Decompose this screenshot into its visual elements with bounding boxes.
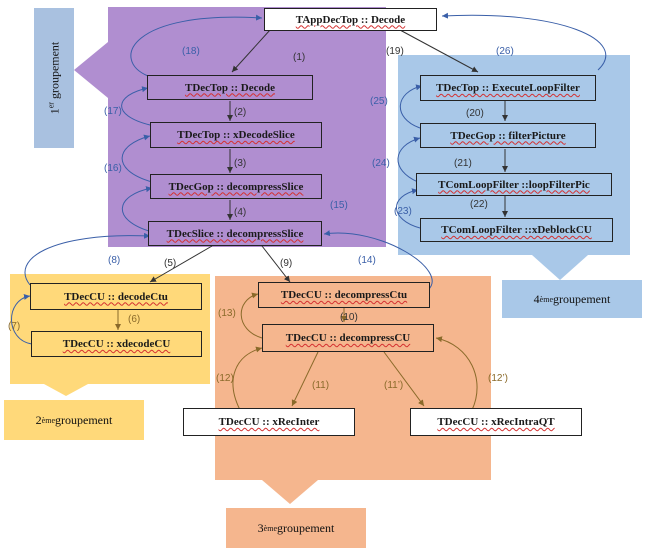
edge-label-25: (25) — [370, 96, 388, 107]
edge-label-26: (26) — [496, 46, 514, 57]
edge-label-10: (10) — [340, 312, 358, 323]
edge-label-3: (3) — [234, 158, 247, 169]
edge-label-8: (8) — [108, 255, 121, 266]
edge-label-5: (5) — [164, 258, 177, 269]
group1-pointer — [74, 42, 108, 98]
node-deccu-decompressctu-label: TDecCU :: decompressCtu — [280, 289, 408, 301]
edge-label-23: (23) — [394, 206, 412, 217]
edge-13 — [240, 292, 263, 339]
edge-17 — [121, 86, 151, 126]
node-comloopfilter-xdeblockcu: TComLoopFilter ::xDeblockCU — [420, 218, 613, 242]
node-deccu-decodectu: TDecCU :: decodeCtu — [30, 283, 202, 310]
edge-14 — [323, 230, 433, 291]
edge-label-24: (24) — [372, 158, 390, 169]
node-decgop-filterpicture-label: TDecGop :: filterPicture — [450, 129, 566, 142]
group2-pointer — [44, 384, 88, 396]
edge-23 — [396, 188, 421, 229]
edge-9 — [261, 245, 291, 283]
edge-19 — [399, 29, 479, 73]
node-comloopfilter-loopfilterpic: TComLoopFilter ::loopFilterPic — [416, 173, 612, 196]
node-deccu-xrecinter: TDecCU :: xRecInter — [183, 408, 355, 436]
node-dectop-decode-label: TDecTop :: Decode — [184, 81, 276, 94]
group2-sup: ème — [41, 415, 55, 425]
edge-label-13: (13) — [218, 308, 236, 319]
edge-label-6: (6) — [128, 314, 141, 325]
node-comloopfilter-xdeblockcu-label: TComLoopFilter ::xDeblockCU — [441, 224, 592, 236]
edge-label-18: (18) — [182, 46, 200, 57]
node-dectop-executeloopfilter-label: TDecTop :: ExecuteLoopFilter — [436, 82, 580, 94]
edge-label-21: (21) — [454, 158, 472, 169]
node-deccu-decompressctu: TDecCU :: decompressCtu — [258, 282, 430, 308]
group3-pointer — [262, 480, 318, 504]
edge-25 — [399, 84, 423, 129]
node-appdectop-decode: TAppDecTop :: Decode — [264, 8, 437, 31]
edge-label-12p: (12’) — [488, 373, 509, 384]
edge-12 — [232, 346, 263, 411]
node-decgop-filterpicture: TDecGop :: filterPicture — [420, 123, 596, 148]
group4-caption: groupement — [553, 291, 611, 306]
group3-sup: ème — [263, 523, 277, 533]
node-dectop-xdecodeslice: TDecTop :: xDecodeSlice — [150, 122, 322, 148]
edge-label-7: (7) — [8, 321, 21, 332]
node-deccu-xrecinter-label: TDecCU :: xRecInter — [218, 416, 320, 428]
group1-callout — [34, 8, 74, 148]
node-appdectop-decode-label: TAppDecTop :: Decode — [295, 13, 406, 26]
node-dectop-executeloopfilter: TDecTop :: ExecuteLoopFilter — [420, 75, 596, 101]
edge-label-1: (1) — [293, 52, 306, 63]
edge-label-17: (17) — [104, 106, 122, 117]
edge-1 — [231, 29, 271, 73]
node-deccu-xdecodecu: TDecCU :: xdecodeCU — [31, 331, 202, 357]
edge-5 — [149, 245, 213, 283]
node-dectop-decode: TDecTop :: Decode — [147, 75, 313, 100]
group2-caption: groupement — [55, 412, 113, 427]
edge-label-16: (16) — [104, 163, 122, 174]
edge-7 — [11, 293, 33, 345]
edge-12p — [435, 336, 478, 411]
edge-label-2: (2) — [234, 107, 247, 118]
group2-number: 2 — [35, 412, 42, 427]
edge-label-20: (20) — [466, 108, 484, 119]
edge-16b — [121, 186, 153, 233]
edge-11 — [291, 351, 319, 407]
edge-label-19: (19) — [386, 46, 404, 57]
node-deccu-xdecodecu-label: TDecCU :: xdecodeCU — [62, 338, 171, 350]
group4-number: 4 — [533, 291, 540, 306]
group3-caption: groupement — [277, 520, 335, 535]
node-deccu-xrecintraqt-label: TDecCU :: xRecIntraQT — [437, 416, 555, 428]
node-decslice-decompressslice-label: TDecSlice :: decompressSlice — [166, 227, 304, 240]
node-deccu-decompresscu: TDecCU :: decompressCU — [262, 324, 434, 352]
edge-26 — [441, 12, 607, 71]
node-deccu-decompresscu-label: TDecCU :: decompressCU — [285, 332, 411, 344]
node-deccu-xrecintraqt: TDecCU :: xRecIntraQT — [410, 408, 582, 436]
group3-number: 3 — [257, 520, 264, 535]
group3-region — [215, 276, 491, 480]
edge-8 — [24, 232, 151, 286]
edge-label-22: (22) — [470, 199, 488, 210]
edge-label-11: (11) — [312, 380, 330, 391]
edge-label-15: (15) — [330, 200, 348, 211]
edge-label-4: (4) — [234, 207, 247, 218]
group4-pointer — [532, 255, 588, 280]
edge-label-11p: (11’) — [384, 380, 404, 391]
node-comloopfilter-loopfilterpic-label: TComLoopFilter ::loopFilterPic — [438, 178, 590, 191]
group4-sup: ème — [539, 294, 553, 304]
edge-16 — [121, 134, 153, 183]
edge-label-14: (14) — [358, 255, 376, 266]
node-deccu-decodectu-label: TDecCU :: decodeCtu — [64, 290, 168, 303]
edge-11p — [383, 351, 425, 407]
edge-24 — [397, 136, 421, 183]
edge-label-9: (9) — [280, 258, 293, 269]
edge-18 — [130, 14, 263, 77]
node-decgop-decompressslice-label: TDecGop :: decompressSlice — [168, 180, 304, 193]
edge-label-12: (12) — [216, 373, 234, 384]
node-dectop-xdecodeslice-label: TDecTop :: xDecodeSlice — [177, 129, 295, 141]
node-decgop-decompressslice: TDecGop :: decompressSlice — [150, 174, 322, 199]
node-decslice-decompressslice: TDecSlice :: decompressSlice — [148, 221, 322, 246]
